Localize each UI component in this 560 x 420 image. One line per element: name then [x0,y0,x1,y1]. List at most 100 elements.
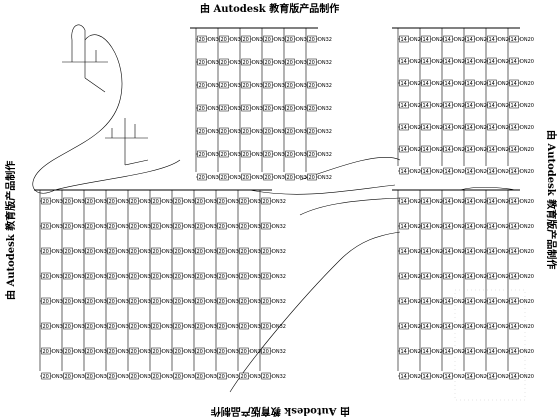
grid-bottom-left-pipe-label: DN32 [140,299,154,305]
grid-top-center-pipe-label: DN32 [296,83,310,89]
grid-top-right-fixture-label: 14 [489,81,495,87]
grid-bottom-right-fixture-label: 14 [401,274,407,280]
grid-bottom-left-pipe-label: DN32 [74,224,88,230]
grid-top-center-fixture [241,150,251,158]
grid-bottom-left-pipe-label: DN32 [96,199,110,205]
grid-top-center-fixture [307,127,317,135]
grid-top-right-fixture-label: 14 [423,59,429,65]
grid-bottom-left-fixture-label: 20 [153,199,159,205]
grid-top-center-fixture [219,58,229,66]
grid-top-center-fixture [219,150,229,158]
grid-bottom-left-fixture [41,197,51,205]
grid-top-right-pipe-label: DN20 [476,103,490,109]
grid-bottom-left-fixture [129,347,139,355]
grid-bottom-left-pipe-label: DN32 [74,249,88,255]
grid-bottom-left-pipe-label: DN32 [250,199,264,205]
grid-bottom-right-fixture [465,197,475,205]
grid-bottom-left-fixture [151,322,161,330]
grid-bottom-left-fixture-label: 20 [219,199,225,205]
grid-bottom-left-fixture-label: 20 [109,349,115,355]
grid-top-center-fixture-label: 20 [199,37,205,43]
grid-top-center-pipe-label: DN32 [318,129,332,135]
grid-top-center-pipe-label: DN32 [274,129,288,135]
grid-bottom-left-fixture [85,247,95,255]
grid-bottom-left-fixture-label: 20 [241,249,247,255]
grid-bottom-right-fixture-label: 14 [467,374,473,380]
grid-bottom-right-fixture-label: 14 [445,274,451,280]
grid-top-center-pipe-label: DN32 [252,175,266,181]
grid-bottom-left-pipe-label: DN32 [228,324,242,330]
grid-bottom-left-pipe-label: DN32 [162,224,176,230]
grid-top-right-fixture-label: 14 [445,59,451,65]
grid-bottom-right-fixture [399,322,409,330]
grid-bottom-left-fixture-label: 20 [109,374,115,380]
grid-bottom-right-fixture [421,322,431,330]
grid-bottom-left-pipe-label: DN32 [96,349,110,355]
grid-bottom-right-fixture [487,297,497,305]
riser-detail-top [62,24,108,93]
grid-bottom-left-pipe-label: DN32 [74,374,88,380]
grid-top-center-pipe-label: DN32 [252,129,266,135]
grid-top-center-fixture [197,35,207,43]
grid-top-center-fixture-label: 20 [243,60,249,66]
grid-top-center-pipe-label: DN32 [252,106,266,112]
grid-bottom-left-fixture [261,372,271,380]
grid-top-right-pipe-label: DN20 [410,125,424,131]
grid-bottom-left-fixture-label: 20 [87,249,93,255]
grid-bottom-left-fixture [217,372,227,380]
grid-bottom-left-pipe-label: DN32 [206,374,220,380]
grid-bottom-left-pipe-label: DN32 [140,324,154,330]
grid-bottom-right-fixture-label: 14 [467,199,473,205]
grid-top-right-fixture-label: 14 [445,169,451,175]
grid-bottom-right-pipe-label: DN20 [476,299,490,305]
grid-bottom-left-pipe-label: DN32 [74,324,88,330]
grid-bottom-right-pipe-label: DN20 [498,299,512,305]
grid-bottom-left-pipe-label: DN32 [96,324,110,330]
grid-top-right-fixture [443,79,453,87]
grid-bottom-left-fixture [261,322,271,330]
grid-bottom-right-pipe-label: DN20 [498,249,512,255]
grid-bottom-right-fixture-label: 14 [401,299,407,305]
grid-bottom-right-fixture [399,247,409,255]
grid-bottom-right-fixture-label: 14 [489,374,495,380]
grid-bottom-right-fixture [399,372,409,380]
grid-top-right-fixture [509,57,519,65]
grid-bottom-left-fixture-label: 20 [241,324,247,330]
grid-bottom-right-fixture-label: 14 [489,299,495,305]
grid-bottom-left-fixture [85,322,95,330]
grid-top-right-fixture [399,79,409,87]
grid-bottom-right-fixture-label: 14 [511,224,517,230]
grid-bottom-right-fixture-label: 14 [423,324,429,330]
grid-bottom-left-fixture-label: 20 [153,349,159,355]
grid-bottom-left-pipe-label: DN32 [206,349,220,355]
grid-top-right-pipe-label: DN20 [454,103,468,109]
grid-bottom-left-fixture-label: 20 [263,349,269,355]
grid-top-right-fixture [465,79,475,87]
grid-top-right-pipe-label: DN20 [432,37,446,43]
grid-top-center-fixture [263,35,273,43]
grid-top-right-fixture [465,57,475,65]
grid-bottom-right-pipe-label: DN20 [454,299,468,305]
grid-top-center-pipe-label: DN32 [230,129,244,135]
grid-top-right-fixture [487,35,497,43]
grid-bottom-right-fixture-label: 14 [445,299,451,305]
grid-top-center-fixture [241,58,251,66]
grid-top-right-pipe-label: DN20 [520,125,534,131]
grid-top-center-fixture [285,58,295,66]
grid-top-center-fixture [307,150,317,158]
grid-bottom-right-fixture [465,322,475,330]
grid-bottom-left-fixture [261,347,271,355]
grid-bottom-left-fixture-label: 20 [219,274,225,280]
grid-bottom-left-pipe-label: DN32 [272,199,286,205]
grid-top-center-fixture-label: 20 [265,83,271,89]
grid-bottom-left-fixture [63,297,73,305]
grid-bottom-left-fixture [41,272,51,280]
grid-bottom-right-fixture-label: 14 [489,349,495,355]
grid-bottom-left-fixture-label: 20 [109,249,115,255]
grid-bottom-left-fixture-label: 20 [65,224,71,230]
grid-top-right-fixture-label: 14 [401,125,407,131]
grid-bottom-left-fixture-label: 20 [263,374,269,380]
grid-top-right-pipe-label: DN20 [454,37,468,43]
grid-top-right-fixture-label: 14 [467,147,473,153]
grid-bottom-left-fixture-label: 20 [131,224,137,230]
